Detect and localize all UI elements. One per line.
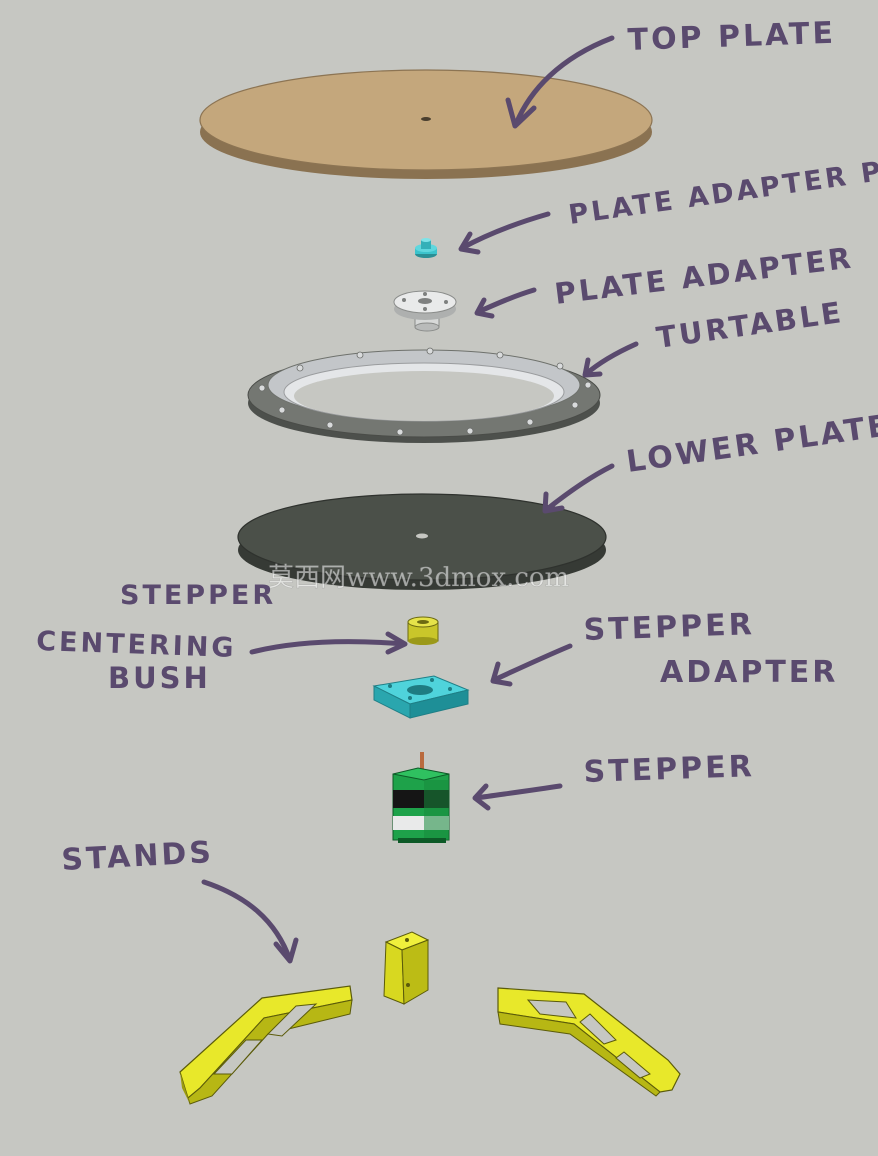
stand-right: [497, 987, 681, 1097]
label-stepper-adapter-line2: ADAPTER: [660, 655, 838, 690]
arrow-lower-plate: [542, 463, 615, 514]
label-top-plate: TOP PLATE: [627, 16, 836, 58]
label-lower-plate: LOWER PLATE: [624, 408, 878, 480]
label-plate-adapter-pin: PLATE ADAPTER PIN: [567, 151, 878, 231]
stepper-motor: [392, 752, 450, 843]
arrow-stepper: [472, 783, 563, 811]
label-stepper-adapter-line1: STEPPER: [583, 607, 755, 648]
top-plate: [199, 69, 653, 179]
plate-adapter: [393, 290, 457, 332]
arrow-top-plate: [505, 35, 615, 129]
label-centering-bush-line1: STEPPER: [120, 580, 276, 611]
label-centering-bush-line3: BUSH: [108, 661, 211, 695]
label-turntable: TURTABLE: [654, 295, 846, 355]
arrow-turntable: [582, 341, 639, 378]
turntable-bearing: [247, 347, 601, 443]
stand-center: [383, 931, 430, 1005]
stepper-adapter: [372, 675, 470, 719]
arrow-plate-adapter-pin: [458, 211, 551, 255]
arrow-stepper-adapter: [490, 643, 573, 687]
plate-adapter-pin: [415, 238, 437, 258]
arrow-stands: [201, 879, 299, 964]
watermark-text: 莫西网www.3dmox.com: [268, 563, 569, 593]
stand-left: [179, 985, 353, 1105]
label-centering-bush-line2: CENTERING: [36, 626, 237, 664]
label-stepper: STEPPER: [583, 749, 755, 790]
arrow-plate-adapter: [474, 287, 537, 319]
lower-plate: [237, 493, 607, 590]
label-stands: STANDS: [61, 835, 215, 878]
arrow-centering-bush: [249, 631, 408, 655]
stepper-centering-bush: [407, 616, 439, 645]
